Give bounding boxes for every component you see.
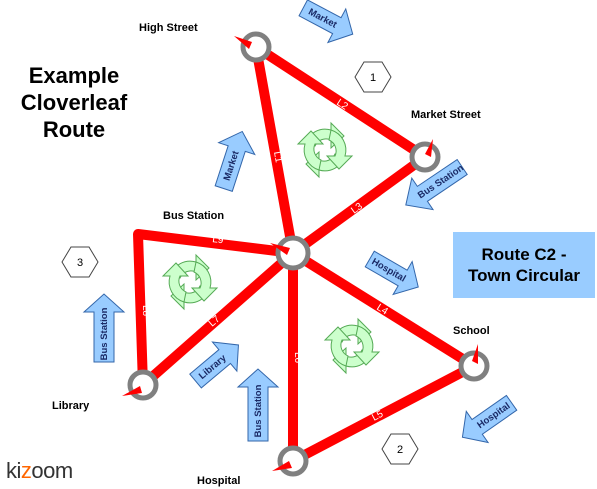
line-l3 [288, 152, 430, 258]
title-line-3: Route [42, 117, 106, 142]
arrow-label-bus-station-left: Bus Station [99, 307, 110, 360]
stop-library[interactable] [122, 369, 159, 401]
stop-market-street[interactable] [409, 139, 441, 173]
hexagon-2-label: 2 [397, 444, 403, 456]
line-l5 [288, 361, 479, 466]
title-line-1: Example [28, 63, 120, 88]
stop-marker [472, 344, 478, 364]
direction-arrow-market-left: Market [214, 130, 256, 192]
stop-ring [277, 445, 309, 477]
hexagon-2: 2 [381, 433, 419, 465]
label-hospital: Hospital [197, 475, 240, 487]
hexagon-3: 3 [61, 246, 99, 278]
label-l8: L8 [140, 305, 151, 317]
stop-marker [272, 461, 292, 471]
hexagon-3-label: 3 [77, 257, 83, 269]
hexagon-1: 1 [354, 61, 392, 93]
line-l4 [288, 248, 479, 371]
logo-text-start: ki [6, 458, 21, 483]
direction-arrow-hospital-right: Hospital [461, 394, 518, 444]
label-l5: L5 [370, 409, 385, 424]
line-l2 [251, 42, 430, 162]
line-l1 [251, 42, 298, 258]
arrow-label-bus-station-bottom: Bus Station [253, 384, 264, 437]
kizoom-logo: kizoom [6, 458, 73, 484]
logo-text-accent: z [20, 458, 32, 483]
stop-marker [122, 386, 142, 396]
circulation-arrows-icon [297, 122, 353, 178]
route-name-box: Route C2 - Town Circular [453, 232, 595, 298]
circulation-arrows-icon [324, 318, 380, 374]
stop-hospital[interactable] [272, 445, 309, 477]
direction-arrow-bus-station-left: Bus Station [82, 293, 126, 363]
route-lines [133, 42, 479, 466]
stop-marker [270, 243, 290, 255]
stop-school[interactable] [458, 344, 490, 382]
stop-ring [275, 235, 311, 271]
diagram-title: Example Cloverleaf Route [0, 62, 148, 143]
title-line-2: Cloverleaf [20, 90, 128, 115]
circulation-arrows-icon [162, 254, 218, 310]
stop-marker [425, 139, 433, 157]
route-box-line-2: Town Circular [467, 266, 581, 285]
label-l9: L9 [212, 234, 225, 246]
stop-marker [234, 36, 252, 49]
stop-bus-station[interactable] [270, 235, 311, 271]
label-l1: L1 [271, 151, 284, 164]
hexagon-1-label: 1 [370, 72, 376, 84]
route-box-line-1: Route C2 - [481, 245, 567, 264]
direction-arrow-market-top: Market [298, 0, 354, 44]
line-l7 [138, 248, 298, 390]
stop-high-street[interactable] [234, 31, 272, 63]
direction-arrow-bus-station-bottom: Bus Station [236, 368, 280, 442]
label-market-street: Market Street [411, 109, 481, 121]
label-bus-station: Bus Station [163, 210, 224, 222]
label-library: Library [52, 400, 90, 412]
label-school: School [453, 325, 490, 337]
stop-ring [458, 350, 490, 382]
stop-ring [409, 141, 441, 173]
logo-text-end: oom [31, 458, 73, 483]
direction-arrow-hospital-mid: Hospital [364, 250, 419, 296]
stop-ring [240, 31, 272, 63]
label-l6: L6 [292, 352, 303, 364]
line-l8-l9 [133, 229, 298, 390]
label-high-street: High Street [139, 22, 198, 34]
